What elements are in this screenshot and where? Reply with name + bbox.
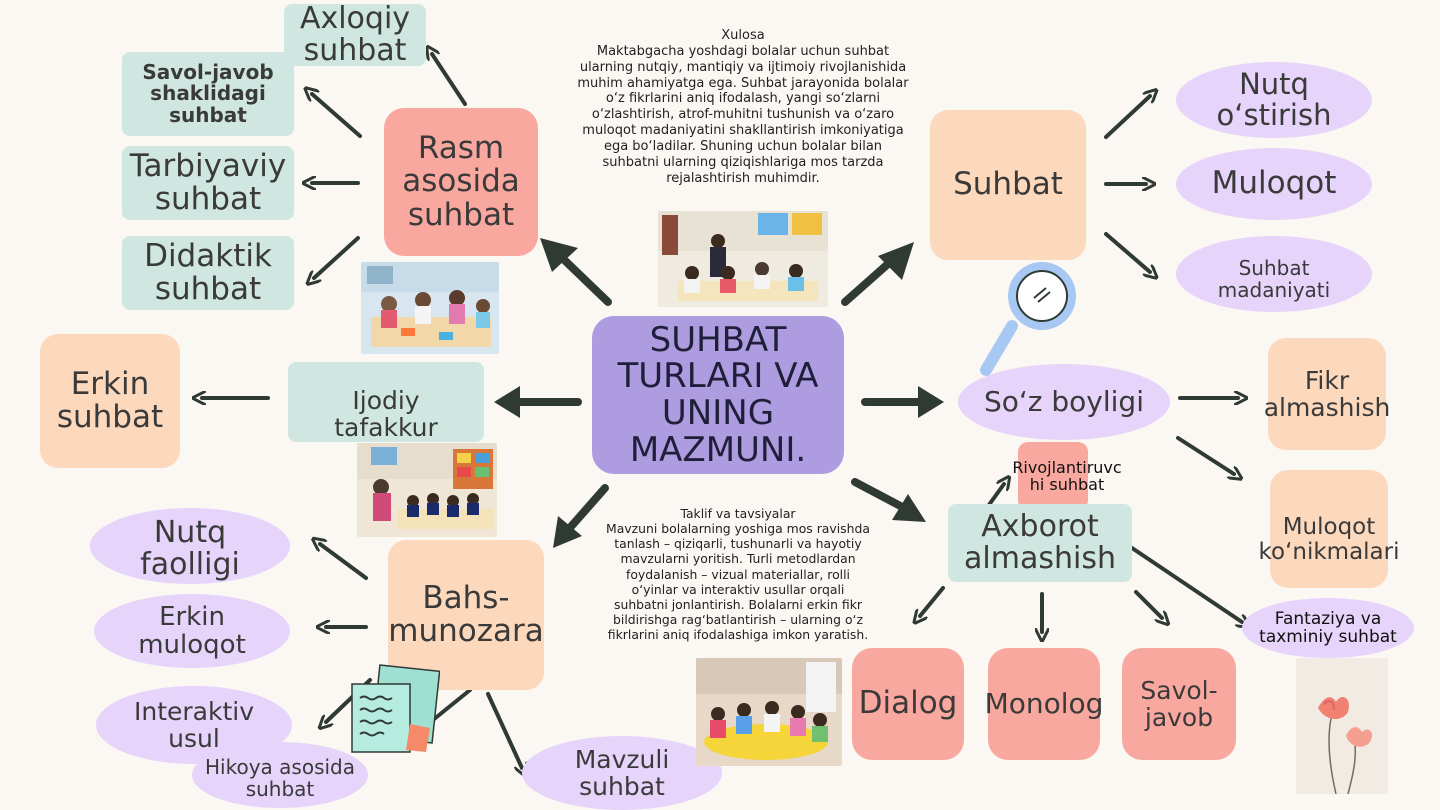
photo-flower bbox=[1296, 658, 1388, 794]
node-fantaziya: Fantaziya va taxminiy suhbat bbox=[1242, 598, 1414, 658]
node-bahs: Bahs-munozara bbox=[388, 540, 544, 690]
notes-icon bbox=[348, 664, 441, 756]
magnifier-icon bbox=[976, 258, 1088, 378]
node-erkin-suhbat: Erkin suhbat bbox=[40, 334, 180, 468]
node-rasm: Rasm asosida suhbat bbox=[384, 108, 538, 256]
node-suhbat: Suhbat bbox=[930, 110, 1086, 260]
arrow-center-bahs bbox=[564, 484, 609, 534]
photo-classroom-table bbox=[361, 262, 499, 354]
node-nutq-ostirish: Nutq o‘stirish bbox=[1176, 62, 1372, 138]
arrow-center-rasm bbox=[552, 248, 612, 306]
conclusion-title: Xulosa bbox=[721, 28, 765, 43]
node-axloqiy: Axloqiy suhbat bbox=[284, 2, 426, 67]
node-rivojlantiruvchi: Rivojlantiruvchi suhbat bbox=[1012, 457, 1122, 494]
node-fikr: Fikr almashish bbox=[1264, 338, 1390, 450]
conclusion-text: Maktabgacha yoshdagi bolalar uchun suhba… bbox=[577, 43, 909, 186]
node-tarbiyaviy: Tarbiyaviy suhbat bbox=[122, 146, 294, 220]
central-topic: SUHBAT TURLARI VA UNING MAZMUNI. bbox=[592, 316, 844, 474]
node-dialog: Dialog bbox=[852, 648, 964, 760]
node-mavzuli: Mavzuli suhbat bbox=[522, 736, 722, 810]
node-hikoya: Hikoya asosida suhbat bbox=[192, 742, 368, 808]
node-muloqot: Muloqot bbox=[1176, 148, 1372, 220]
node-savol-javob: Savol-javob bbox=[1122, 648, 1236, 760]
photo-classroom-yellow-table bbox=[696, 658, 842, 766]
recommendations-title: Taklif va tavsiyalar bbox=[680, 506, 796, 521]
node-erkin-muloqot: Erkin muloqot bbox=[94, 594, 290, 668]
node-suhbat-madaniyati: Suhbat madaniyati bbox=[1176, 236, 1372, 312]
recommendations-block: Taklif va tavsiyalar Mavzuni bolalarning… bbox=[606, 506, 870, 642]
node-muloqot-konikmalari: Muloqot ko‘nikmalari bbox=[1259, 470, 1400, 588]
node-monolog: Monolog bbox=[985, 648, 1103, 760]
recommendations-text: Mavzuni bolalarning yoshiga mos ravishda… bbox=[606, 521, 870, 642]
node-rivojlantiruvchi-bg bbox=[1018, 442, 1088, 510]
arrow-center-suhbat bbox=[841, 251, 902, 306]
node-didaktik: Didaktik suhbat bbox=[122, 236, 294, 310]
node-axborot: Axborot almashish bbox=[948, 504, 1132, 582]
photo-classroom-group bbox=[658, 211, 828, 307]
photo-classroom-teacher bbox=[357, 443, 497, 537]
node-soz-boyligi: So‘z boyligi bbox=[958, 364, 1170, 440]
node-ijodiy: Ijodiy tafakkur bbox=[288, 362, 484, 442]
node-interaktiv: Interaktiv usul bbox=[96, 686, 292, 764]
node-savol-javob-shakli: Savol-javob shaklidagi suhbat bbox=[122, 52, 294, 136]
node-nutq-faolligi: Nutq faolligi bbox=[90, 508, 290, 584]
conclusion-block: Xulosa Maktabgacha yoshdagi bolalar uchu… bbox=[576, 28, 910, 187]
